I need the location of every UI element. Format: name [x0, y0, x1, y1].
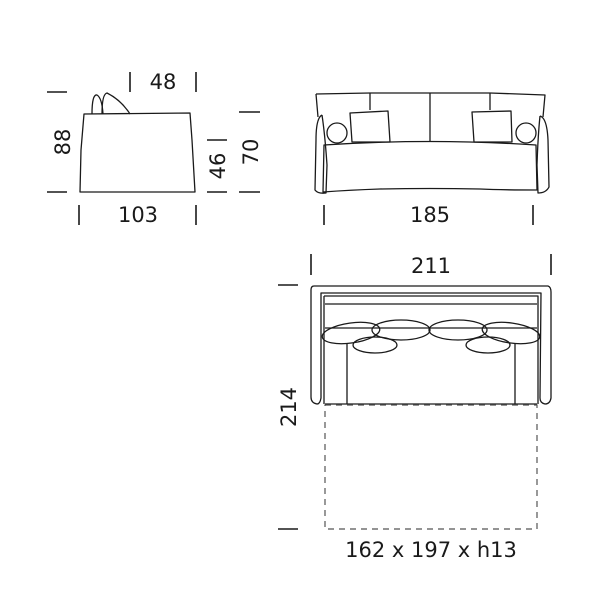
- pillow: [321, 321, 381, 345]
- open-depth-label: 214: [277, 387, 301, 427]
- bolster-left: [326, 122, 348, 144]
- pillow: [352, 336, 398, 354]
- pillow: [465, 336, 511, 354]
- pillow: [481, 321, 541, 345]
- seat-height-label: 46: [206, 153, 230, 180]
- left-arm: [314, 114, 328, 194]
- backrest: [315, 92, 546, 118]
- side-pillow: [91, 94, 104, 115]
- arm-height-label: 70: [239, 139, 263, 166]
- cushion-left: [349, 110, 391, 143]
- side-body: [79, 112, 196, 193]
- top-view: 211 214 162 x 197 x h13: [277, 254, 552, 562]
- side-pillow: [101, 92, 131, 115]
- bed-size-label: 162 x 197 x h13: [345, 538, 517, 562]
- height-label: 88: [51, 129, 75, 156]
- open-bed-outline: [324, 404, 538, 530]
- seat-depth-label: 48: [150, 70, 177, 94]
- pillow: [371, 319, 431, 341]
- cushion-right: [471, 110, 513, 143]
- pillow: [428, 319, 488, 341]
- seat: [322, 140, 538, 193]
- bolster-right: [515, 122, 537, 144]
- front-view: 185: [314, 92, 550, 227]
- side-view: 48 88 103 46 70: [47, 70, 263, 227]
- depth-label: 103: [118, 203, 158, 227]
- right-arm: [536, 115, 550, 194]
- outer-frame: [310, 285, 552, 405]
- front-width-label: 185: [410, 203, 450, 227]
- top-width-label: 211: [411, 254, 451, 278]
